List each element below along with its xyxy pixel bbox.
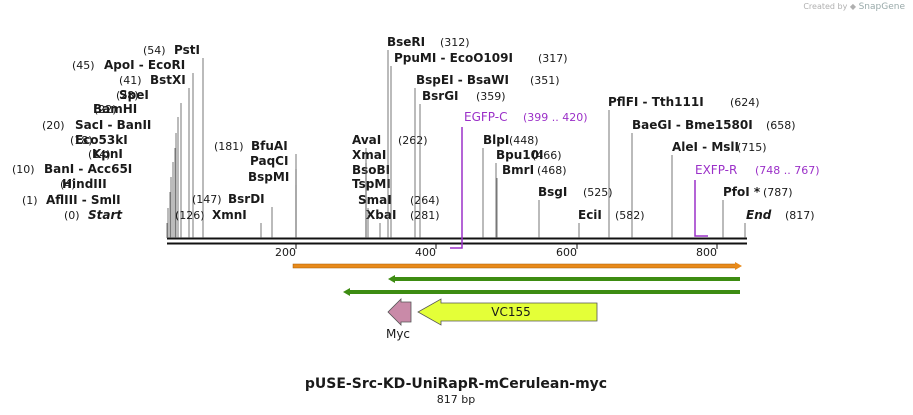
vc155-arrow xyxy=(417,298,598,326)
site-name: PpuMI - EcoO109I xyxy=(394,51,513,65)
site-name: End xyxy=(746,208,772,222)
site-name: BsgI xyxy=(538,185,567,199)
site-name: EciI xyxy=(578,208,602,222)
site-position: (359) xyxy=(476,90,506,103)
site-position: (624) xyxy=(730,96,760,109)
myc-label: Myc xyxy=(386,327,410,341)
site-name: Start xyxy=(88,208,123,222)
site-name: XmnI xyxy=(212,208,247,222)
site-name: BsrDI xyxy=(228,192,265,206)
site-name: BaeGI - Bme1580I xyxy=(632,118,753,132)
site-position: (45) xyxy=(72,59,95,72)
feature-green-bar-2 xyxy=(348,290,740,294)
snapgene-credit: Created by ◆ SnapGene xyxy=(803,2,905,12)
feature-orange-bar xyxy=(292,263,738,269)
site-name: BamHI xyxy=(93,102,137,116)
site-name: SacI - BanII xyxy=(75,118,151,132)
primer-egfp-c-marker xyxy=(450,127,463,249)
site-position: (4) xyxy=(60,178,76,191)
site-position: (147) xyxy=(192,193,222,206)
site-position: (281) xyxy=(410,209,440,222)
site-name: KpnI xyxy=(92,147,123,161)
site-position: (126) xyxy=(175,209,205,222)
site-position: (20) xyxy=(42,119,65,132)
site-position: (787) xyxy=(763,186,793,199)
credit-brand: SnapGene xyxy=(858,2,905,12)
snapgene-logo-icon: ◆ xyxy=(849,2,857,11)
site-name: ApoI - EcoRI xyxy=(104,58,185,72)
site-position: (525) xyxy=(583,186,613,199)
site-name: BseRI xyxy=(387,35,425,49)
site-name: PflFI - Tth111I xyxy=(608,95,704,109)
site-position: (41) xyxy=(119,74,142,87)
site-name: AvaI xyxy=(352,133,381,147)
primer-exfp-r-marker xyxy=(694,180,708,237)
site-name: TspMI xyxy=(352,177,391,191)
site-position: (658) xyxy=(766,119,796,132)
feature-orange-arrowhead xyxy=(735,262,742,270)
site-name: BfuAI xyxy=(251,139,288,153)
site-position: (18) xyxy=(70,134,93,147)
site-name: HindIII xyxy=(62,177,107,191)
vc155-label: VC155 xyxy=(491,305,531,319)
site-position: (1) xyxy=(22,194,38,207)
site-position: (448) xyxy=(509,134,539,147)
ruler-tick-label: 200 xyxy=(275,246,296,259)
ruler-tick-label: 800 xyxy=(696,246,717,259)
site-position: (466) xyxy=(532,149,562,162)
site-position: (22) xyxy=(94,103,117,116)
site-position: (264) xyxy=(410,194,440,207)
site-name: XmaI xyxy=(352,148,386,162)
site-name: BanI - Acc65I xyxy=(44,162,132,176)
site-name: AflIII - SmlI xyxy=(46,193,121,207)
site-position: (317) xyxy=(538,52,568,65)
site-name: BmrI xyxy=(502,163,534,177)
feature-green-arrowhead-1 xyxy=(388,275,395,283)
site-position: (399 .. 420) xyxy=(523,111,588,124)
site-position: (582) xyxy=(615,209,645,222)
ruler-tick-label: 400 xyxy=(415,246,436,259)
site-name: EGFP-C xyxy=(464,110,507,124)
site-position: (748 .. 767) xyxy=(755,164,820,177)
site-name: SmaI xyxy=(358,193,392,207)
feature-green-arrowhead-2 xyxy=(343,288,350,296)
site-name: SpeI xyxy=(119,88,149,102)
site-position: (181) xyxy=(214,140,244,153)
site-name: Eco53kI xyxy=(75,133,128,147)
site-position: (262) xyxy=(398,134,428,147)
feature-green-bar-1 xyxy=(393,277,740,281)
site-position: (715) xyxy=(737,141,767,154)
site-name: BspMI xyxy=(248,170,289,184)
site-position: (10) xyxy=(12,163,35,176)
credit-prefix: Created by xyxy=(803,2,848,11)
site-name: BspEI - BsaWI xyxy=(416,73,509,87)
site-name: PstI xyxy=(174,43,200,57)
site-name: BsoBI xyxy=(352,163,390,177)
plasmid-name: pUSE-Src-KD-UniRapR-mCerulean-myc xyxy=(305,376,607,392)
site-position: (817) xyxy=(785,209,815,222)
site-name: EXFP-R xyxy=(695,163,737,177)
site-name: BlpI xyxy=(483,133,509,147)
site-name: XbaI xyxy=(366,208,396,222)
site-position: (54) xyxy=(143,44,166,57)
plasmid-size: 817 bp xyxy=(437,393,475,406)
site-name: PaqCI xyxy=(250,154,288,168)
site-position: (0) xyxy=(64,209,80,222)
ruler-tick-label: 600 xyxy=(556,246,577,259)
site-name: PfoI * xyxy=(723,185,761,199)
site-name: Bpu10I xyxy=(496,148,543,162)
site-name: BstXI xyxy=(150,73,186,87)
site-position: (14) xyxy=(88,148,111,161)
myc-arrow xyxy=(387,298,412,326)
site-position: (312) xyxy=(440,36,470,49)
site-name: AleI - MslI xyxy=(672,140,739,154)
site-position: (351) xyxy=(530,74,560,87)
site-position: (468) xyxy=(537,164,567,177)
site-position: (28) xyxy=(116,89,139,102)
site-name: BsrGI xyxy=(422,89,459,103)
